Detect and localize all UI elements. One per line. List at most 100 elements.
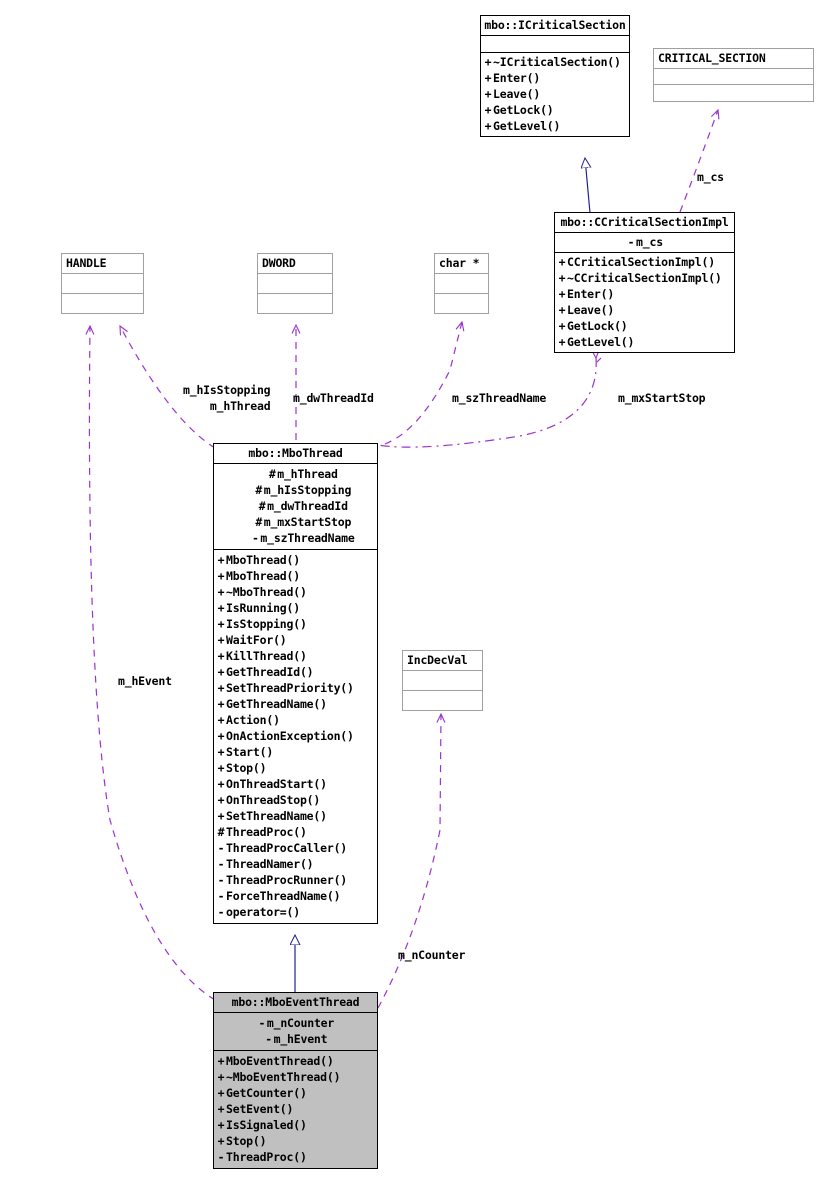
visibility-marker: +	[217, 697, 225, 711]
edge-label-m-szthreadname: m_szThreadName	[452, 391, 547, 405]
operation-row: +Leave()	[481, 86, 629, 102]
visibility-marker: +	[217, 1118, 225, 1132]
class-handle[interactable]: HANDLE	[61, 253, 144, 314]
edge-label-m-hevent: m_hEvent	[118, 674, 172, 688]
operation-label: ThreadProc()	[226, 825, 307, 839]
visibility-marker: -	[217, 841, 225, 855]
operation-label: MboThread()	[226, 553, 300, 567]
operation-label: Action()	[226, 713, 280, 727]
attributes-compartment	[403, 670, 482, 690]
operation-row: #ThreadProc()	[214, 824, 377, 840]
class-title: mbo::ICriticalSection	[484, 18, 626, 32]
operation-label: SetThreadName()	[226, 809, 327, 823]
operation-row: +MboThread()	[214, 568, 377, 584]
operations-compartment: +CCriticalSectionImpl() +~CCriticalSecti…	[555, 252, 734, 352]
visibility-marker: -	[217, 873, 225, 887]
attribute-label: m_hEvent	[273, 1032, 328, 1046]
operation-row: +GetThreadName()	[214, 696, 377, 712]
operation-row: +GetLock()	[555, 318, 734, 334]
operation-row: +GetLock()	[481, 102, 629, 118]
class-title: mbo::CCriticalSectionImpl	[560, 215, 729, 229]
edge-label-m-cs: m_cs	[697, 170, 724, 184]
visibility-marker: +	[217, 553, 225, 567]
attribute-row: -m_nCounter	[214, 1015, 377, 1031]
visibility-marker: #	[255, 515, 263, 529]
operation-label: KillThread()	[226, 649, 307, 663]
operation-row: -ThreadNamer()	[214, 856, 377, 872]
class-critical-section[interactable]: CRITICAL_SECTION	[653, 48, 814, 102]
visibility-marker: -	[217, 1150, 225, 1164]
operation-label: ~CCriticalSectionImpl()	[567, 271, 722, 285]
visibility-marker: +	[217, 585, 225, 599]
operation-row: +~MboThread()	[214, 584, 377, 600]
attribute-label: m_nCounter	[266, 1016, 335, 1030]
operation-label: Start()	[226, 745, 274, 759]
attribute-row: -m_hEvent	[214, 1031, 377, 1047]
operations-compartment	[435, 293, 488, 313]
operations-compartment	[403, 690, 482, 710]
class-icriticalsection[interactable]: mbo::ICriticalSection +~ICriticalSection…	[480, 15, 630, 137]
operation-label: operator=()	[226, 905, 300, 919]
operation-label: CCriticalSectionImpl()	[567, 255, 715, 269]
class-mboeventthread[interactable]: mbo::MboEventThread -m_nCounter -m_hEven…	[213, 992, 378, 1169]
operation-label: GetThreadName()	[226, 697, 327, 711]
operation-row: -ThreadProc()	[214, 1149, 377, 1165]
class-char-pointer[interactable]: char *	[434, 253, 489, 314]
operation-label: Leave()	[567, 303, 615, 317]
visibility-marker: +	[217, 1070, 225, 1084]
operation-row: +~CCriticalSectionImpl()	[555, 270, 734, 286]
visibility-marker: +	[217, 633, 225, 647]
operation-label: ThreadProcRunner()	[226, 873, 348, 887]
operation-label: ThreadNamer()	[226, 857, 314, 871]
visibility-marker: +	[217, 681, 225, 695]
class-dword[interactable]: DWORD	[257, 253, 333, 314]
operation-row: +IsStopping()	[214, 616, 377, 632]
operation-row: +OnThreadStop()	[214, 792, 377, 808]
visibility-marker: +	[217, 729, 225, 743]
operation-label: ThreadProcCaller()	[226, 841, 348, 855]
class-title: CRITICAL_SECTION	[658, 51, 766, 65]
operation-label: Leave()	[493, 87, 541, 101]
operation-label: IsStopping()	[226, 617, 307, 631]
visibility-marker: +	[217, 761, 225, 775]
visibility-marker: #	[258, 499, 266, 513]
operation-row: +Start()	[214, 744, 377, 760]
class-mbothread[interactable]: mbo::MboThread #m_hThread #m_hIsStopping…	[213, 443, 378, 924]
association-m-hevent	[85, 324, 216, 1001]
operation-label: ~ICriticalSection()	[493, 55, 621, 69]
attributes-compartment	[654, 68, 813, 84]
operations-compartment	[62, 293, 143, 313]
attribute-label: m_szThreadName	[260, 531, 355, 545]
operation-row: +MboEventThread()	[214, 1053, 377, 1069]
class-title: IncDecVal	[407, 653, 468, 667]
operation-row: +SetThreadPriority()	[214, 680, 377, 696]
visibility-marker: +	[484, 103, 492, 117]
operation-label: MboThread()	[226, 569, 300, 583]
class-ccriticalsectionimpl[interactable]: mbo::CCriticalSectionImpl -m_cs +CCritic…	[554, 212, 735, 353]
operation-row: +GetThreadId()	[214, 664, 377, 680]
operation-row: -ThreadProcRunner()	[214, 872, 377, 888]
attributes-compartment: -m_cs	[555, 232, 734, 252]
visibility-marker: +	[217, 1054, 225, 1068]
operation-row: -operator=()	[214, 904, 377, 920]
operation-label: ForceThreadName()	[226, 889, 341, 903]
association-m-ncounter	[377, 712, 446, 1009]
visibility-marker: +	[484, 71, 492, 85]
operation-row: +Enter()	[481, 70, 629, 86]
operation-label: GetLock()	[493, 103, 554, 117]
association-m-cs	[679, 108, 720, 213]
visibility-marker: +	[484, 55, 492, 69]
visibility-marker: -	[627, 235, 635, 249]
visibility-marker: -	[258, 1016, 266, 1030]
operation-row: +GetCounter()	[214, 1085, 377, 1101]
operation-row: +Enter()	[555, 286, 734, 302]
operation-label: Stop()	[226, 761, 267, 775]
attribute-label: m_dwThreadId	[267, 499, 348, 513]
edge-label-line-1: m_hIsStopping	[183, 383, 271, 397]
operation-row: +Action()	[214, 712, 377, 728]
operation-row: +IsRunning()	[214, 600, 377, 616]
class-incdecval[interactable]: IncDecVal	[402, 650, 483, 711]
edge-label-m-ncounter: m_nCounter	[398, 948, 466, 962]
attributes-compartment: #m_hThread #m_hIsStopping #m_dwThreadId …	[214, 463, 377, 549]
operation-label: SetEvent()	[226, 1102, 294, 1116]
